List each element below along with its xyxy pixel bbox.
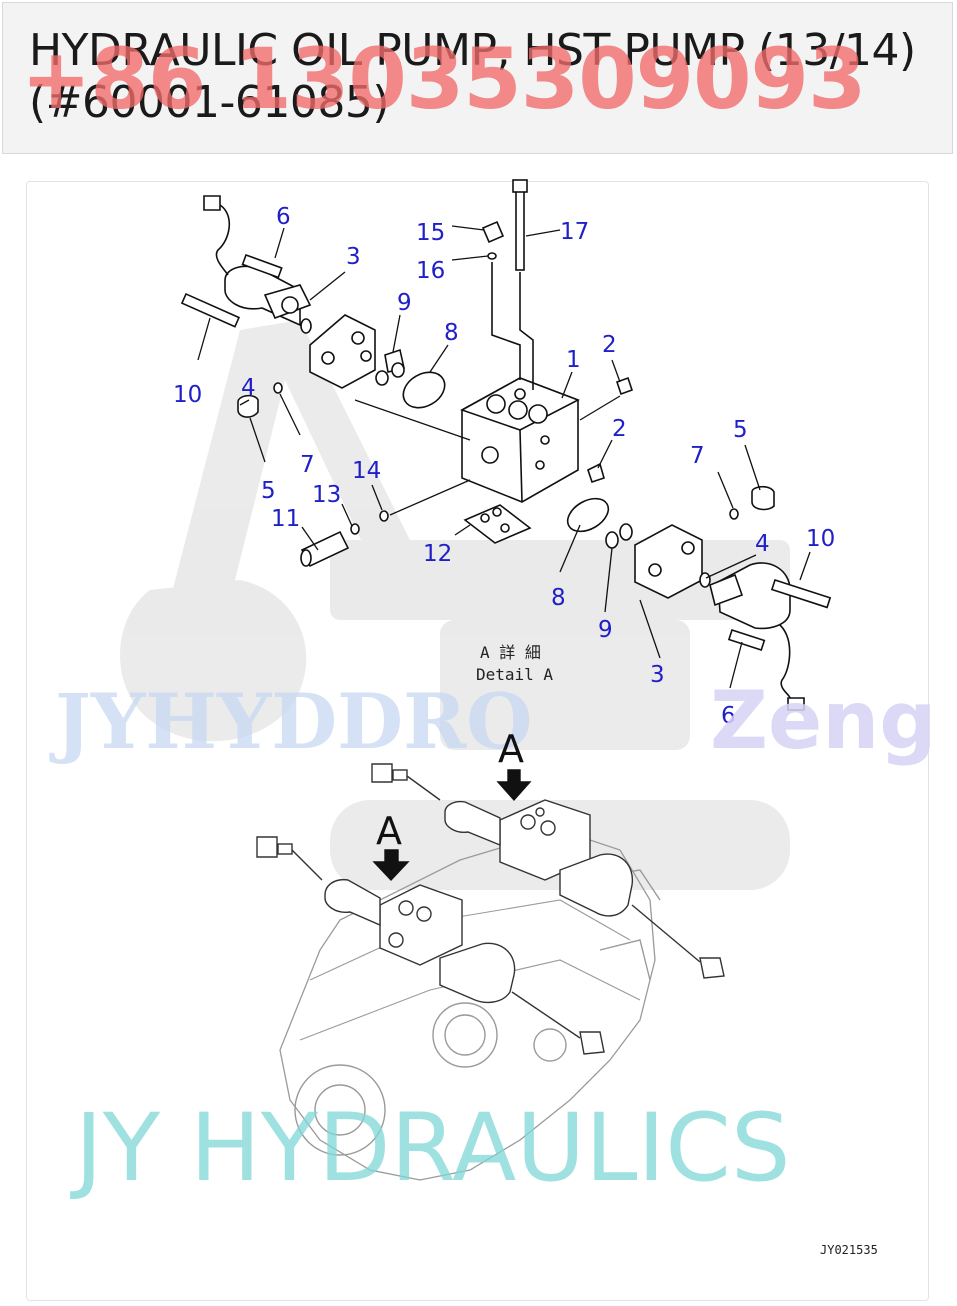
plug-2-top xyxy=(615,376,634,396)
bolt-17 xyxy=(515,184,525,271)
callout-17: 17 xyxy=(560,219,589,245)
o-ring-14 xyxy=(379,510,389,522)
page-title: HYDRAULIC OIL PUMP, HST PUMP (13/14) (#6… xyxy=(29,25,916,128)
callout-7-left: 7 xyxy=(300,452,315,478)
watermark-bottom: JY HYDRAULICS xyxy=(70,1094,791,1203)
detail-label-jp: A 詳 細 xyxy=(480,643,541,662)
callout-10-left: 10 xyxy=(173,382,202,408)
callout-8-right: 8 xyxy=(551,585,566,611)
callout-3-left: 3 xyxy=(346,244,361,270)
o-ring-4-right xyxy=(699,572,711,588)
callout-9-right: 9 xyxy=(598,617,613,643)
arrow-a-upper xyxy=(496,769,532,802)
callout-3-right: 3 xyxy=(650,662,665,688)
lower-solenoid-left xyxy=(324,878,381,927)
o-ring-13 xyxy=(350,523,360,535)
pump-port-large xyxy=(432,1002,498,1068)
o-ring-7-left xyxy=(273,382,283,394)
left-connector xyxy=(203,195,221,211)
pump-housing xyxy=(279,829,656,1181)
pump-shaft-flange xyxy=(294,1064,386,1156)
callout-16: 16 xyxy=(416,258,445,284)
gasket-8-left xyxy=(402,371,446,409)
valve-port-side xyxy=(481,446,499,464)
arrow-a-lower xyxy=(372,849,410,882)
callout-6-left: 6 xyxy=(276,204,291,230)
valve-port-4 xyxy=(514,388,526,400)
gasket-8-right xyxy=(566,497,610,533)
lower-connector-left xyxy=(256,836,278,858)
valve-port-3 xyxy=(528,404,548,424)
callout-4-left: 4 xyxy=(241,375,256,401)
left-bolt-10 xyxy=(180,292,241,328)
o-ring-4-left xyxy=(300,318,312,334)
exploded-view xyxy=(180,179,832,711)
callout-10-right: 10 xyxy=(806,526,835,552)
callout-6-right: 6 xyxy=(721,703,736,729)
callout-1: 1 xyxy=(566,347,581,373)
plug-2-mid xyxy=(587,462,605,484)
right-bolt-10 xyxy=(770,578,832,609)
detail-label-en: Detail A xyxy=(476,665,553,684)
callout-4-right: 4 xyxy=(755,531,770,557)
valve-port-1 xyxy=(486,394,506,414)
callout-5-left: 5 xyxy=(261,478,276,504)
pump-port-small xyxy=(533,1028,567,1062)
callout-7-right: 7 xyxy=(690,443,705,469)
o-ring-7-right xyxy=(729,508,739,520)
page-header: HYDRAULIC OIL PUMP, HST PUMP (13/14) (#6… xyxy=(2,2,953,154)
o-ring-16 xyxy=(487,252,497,260)
lower-connector-right xyxy=(579,1031,605,1055)
arrow-label-lower: A xyxy=(376,809,402,853)
watermark-mid-right: Zeng xyxy=(710,674,936,767)
upper-connector-right xyxy=(699,957,725,979)
valve-port-2 xyxy=(508,400,528,420)
assembly-view xyxy=(256,763,725,1181)
drawing-code: JY021535 xyxy=(820,1243,878,1257)
callout-15: 15 xyxy=(416,220,445,246)
plug-5-left xyxy=(237,394,259,418)
right-bolt-6 xyxy=(727,628,766,652)
right-connector xyxy=(787,697,805,711)
callout-9-left: 9 xyxy=(397,290,412,316)
seal-9-right xyxy=(605,531,619,549)
callout-12: 12 xyxy=(423,541,452,567)
upper-solenoid-left xyxy=(444,800,501,847)
callout-numbers: 1 2 2 3 3 4 4 5 5 6 6 7 7 8 8 9 9 10 10 … xyxy=(173,204,835,729)
callout-5-right: 5 xyxy=(733,417,748,443)
callout-2-top: 2 xyxy=(602,332,617,358)
plate-12 xyxy=(463,504,532,544)
upper-solenoid-right xyxy=(559,853,634,917)
arrow-label-upper: A xyxy=(498,727,524,771)
plug-5-right xyxy=(751,485,775,511)
callout-14: 14 xyxy=(352,458,381,484)
plug-15 xyxy=(481,220,505,244)
callout-13: 13 xyxy=(312,482,341,508)
watermark-mid-left: JYHYDDRO xyxy=(49,677,532,766)
phone-watermark: +86 13035309093 xyxy=(21,30,866,128)
leader-lines xyxy=(197,225,811,689)
left-bolt-6 xyxy=(241,253,283,279)
callout-8-left: 8 xyxy=(444,320,459,346)
callout-11: 11 xyxy=(271,506,300,532)
upper-connector-left xyxy=(371,763,393,783)
lower-valve-block xyxy=(379,884,463,966)
callout-2-mid: 2 xyxy=(612,416,627,442)
lower-solenoid-right xyxy=(439,942,516,1004)
